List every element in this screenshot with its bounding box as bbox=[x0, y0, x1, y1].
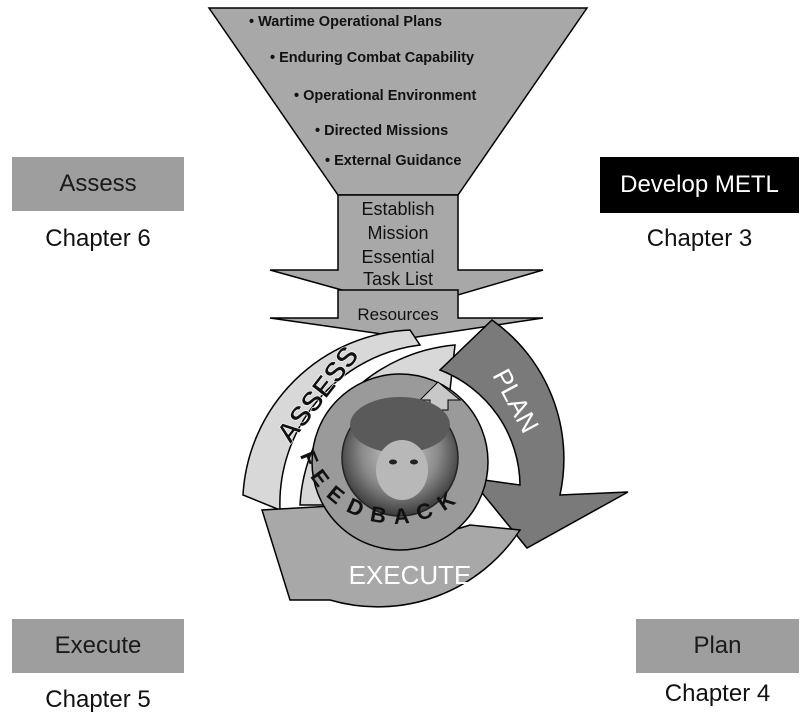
resources-arrow bbox=[269, 289, 544, 339]
plan-chapter: Chapter 4 bbox=[664, 680, 771, 707]
resources-label: Resources bbox=[357, 305, 439, 324]
develop-metl-box: Develop METL bbox=[600, 157, 799, 213]
stem-line: Mission bbox=[367, 223, 429, 243]
funnel-item: • Operational Environment bbox=[294, 88, 477, 104]
plan-box: Plan bbox=[636, 619, 799, 673]
stem-arrow-upper bbox=[269, 194, 544, 310]
develop-metl-chapter: Chapter 3 bbox=[646, 225, 753, 252]
plan-arc bbox=[438, 319, 629, 549]
funnel-item: • Directed Missions bbox=[315, 123, 449, 139]
funnel-item: • External Guidance bbox=[325, 153, 462, 169]
assess-box: Assess bbox=[12, 157, 184, 211]
funnel-item: • Enduring Combat Capability bbox=[270, 50, 475, 66]
funnel-item: • Wartime Operational Plans bbox=[249, 14, 443, 30]
execute-chapter: Chapter 5 bbox=[45, 686, 151, 713]
assess-chapter: Chapter 6 bbox=[45, 225, 151, 252]
execute-cycle-label: EXECUTE bbox=[349, 560, 472, 590]
stem-line: Essential bbox=[361, 247, 435, 267]
execute-box: Execute bbox=[12, 619, 184, 673]
stem-line: Establish bbox=[361, 199, 435, 219]
stem-line: Task List bbox=[362, 269, 434, 289]
